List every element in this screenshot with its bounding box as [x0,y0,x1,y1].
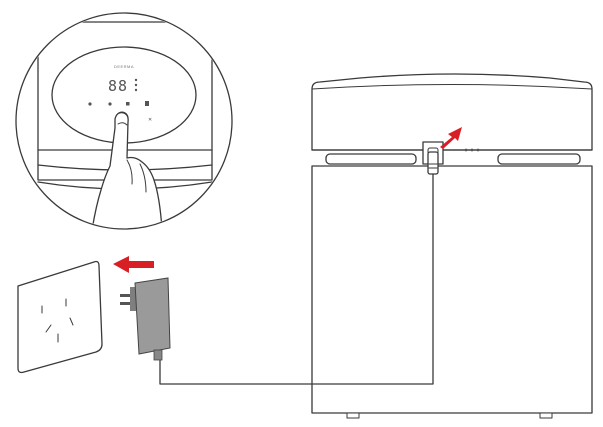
led-indicator-dot [134,78,138,82]
status-dot [476,148,480,152]
inset-circle [15,12,233,230]
vent-slot-left [325,153,417,165]
foot-left [346,412,360,419]
dc-plug-grip [428,163,438,169]
adapter-cable-strain [153,349,163,361]
foot-right [539,412,553,419]
mode-button[interactable] [88,102,92,106]
pointing-finger-icon [91,111,163,228]
socket-plate [17,260,103,374]
socket-hole [45,324,52,333]
control-panel-inset: DEERMA 88 ✕ [15,12,233,230]
led-display: 88 [108,77,128,95]
lid-curve [311,84,593,90]
humidity-button[interactable] [145,101,149,106]
humidifier-body [311,165,593,414]
adapter-body [134,277,171,355]
adapter-prong [120,294,132,297]
aux-button-icon: ✕ [148,117,152,123]
vent-slot-right [497,153,581,165]
fingernail [117,122,128,126]
adapter-prong [120,302,132,305]
knuckle-line [139,163,147,193]
humidifier-lid [311,73,593,151]
adapter-plug-face [130,287,136,311]
red-arrow-icon [440,127,462,149]
humidifier [311,73,593,419]
led-indicator-dot [134,88,138,92]
brand-label: DEERMA [114,64,134,69]
power-cable [159,173,434,385]
status-dot [464,148,468,152]
dc-plug [427,151,439,175]
wall-socket-icon [17,260,103,374]
led-indicator-dot [134,83,138,87]
status-dot [470,148,474,152]
timer-button[interactable] [108,102,112,106]
knuckle-line [126,159,133,185]
socket-hole [69,317,74,326]
power-adapter-icon [120,277,171,361]
light-button[interactable] [126,102,130,106]
red-arrow-icon [113,256,154,273]
